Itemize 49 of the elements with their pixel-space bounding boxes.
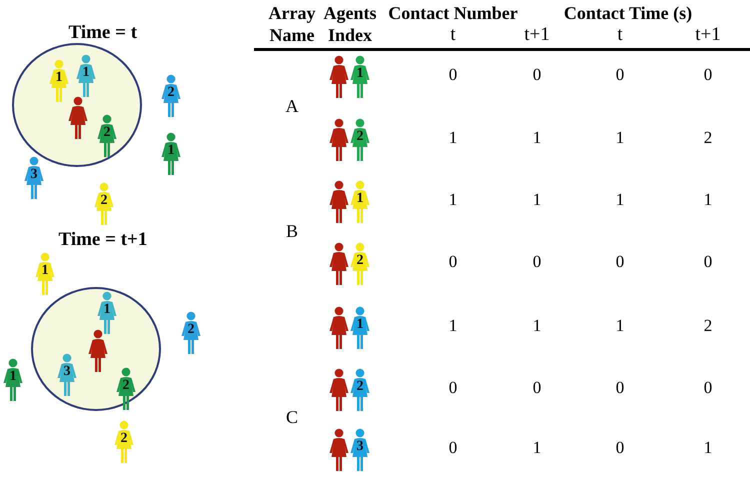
person-figure: 3 <box>349 428 371 472</box>
person-icon <box>67 96 89 140</box>
column-subheader: t <box>616 25 624 45</box>
table-value: 1 <box>532 128 542 148</box>
panel-title: Time = t <box>68 22 138 44</box>
table-value: 0 <box>702 65 714 85</box>
column-header: Agents Index <box>322 2 378 46</box>
table-value: 0 <box>448 438 458 458</box>
table-value: 1 <box>532 316 542 336</box>
column-subheader: t+1 <box>694 25 722 45</box>
table-value: 1 <box>448 316 458 336</box>
table-value: 0 <box>448 378 458 398</box>
array-name: C <box>284 407 299 427</box>
table-value: 0 <box>614 252 626 272</box>
array-name: A <box>284 96 300 116</box>
table-value: 1 <box>448 128 458 148</box>
panel-title: Time = t+1 <box>58 229 148 251</box>
table-value: 0 <box>532 252 542 272</box>
column-subheader: t+1 <box>523 25 551 45</box>
table-value: 0 <box>448 252 458 272</box>
table-value: 1 <box>702 190 714 210</box>
person-figure: 1 <box>349 306 371 350</box>
column-subheader: t <box>449 25 457 45</box>
table-value: 0 <box>702 252 714 272</box>
array-name: B <box>284 221 299 241</box>
table-value: 1 <box>448 190 458 210</box>
table-value: 0 <box>532 378 542 398</box>
table-value: 0 <box>614 65 626 85</box>
table-value: 2 <box>702 128 714 148</box>
table-value: 1 <box>702 438 714 458</box>
table-value: 1 <box>532 190 542 210</box>
table-value: 1 <box>532 438 542 458</box>
table-value: 0 <box>614 438 626 458</box>
person-figure: 1 <box>349 180 371 224</box>
person-figure: 2 <box>349 118 371 162</box>
table-value: 1 <box>614 190 626 210</box>
person-figure: 2 <box>349 368 371 412</box>
person-figure: 1 <box>349 55 371 99</box>
table-value: 0 <box>448 65 458 85</box>
table-value: 1 <box>614 316 626 336</box>
table-value: 2 <box>702 316 714 336</box>
table-value: 0 <box>532 65 542 85</box>
table-value: 0 <box>614 378 626 398</box>
column-header: Contact Time (s) <box>562 2 694 24</box>
table-value: 0 <box>702 378 714 398</box>
table-value: 1 <box>614 128 626 148</box>
person-icon <box>87 329 109 373</box>
column-header: Array Name <box>268 2 316 46</box>
person-figure: 2 <box>349 242 371 286</box>
